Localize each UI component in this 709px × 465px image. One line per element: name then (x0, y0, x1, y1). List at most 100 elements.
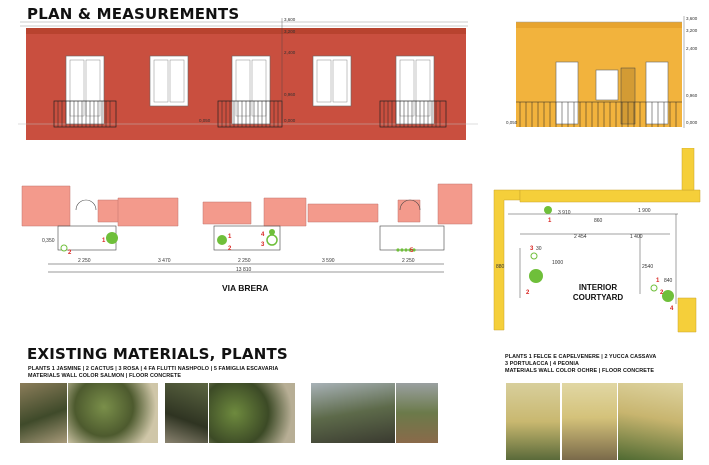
dimension-label: 1 900 (638, 208, 651, 214)
window (149, 55, 189, 107)
dimension-label: 860 (594, 218, 603, 224)
plant-jasmine (106, 232, 118, 244)
street-elevation: 3,600 3,200 2,400 0,960 0,000 0,050 (18, 17, 478, 140)
plant-portulacca (530, 252, 538, 260)
dimension-label: 3 590 (322, 258, 335, 264)
wall-segment (117, 197, 179, 227)
level-label: 3,200 (686, 28, 698, 33)
dimension-label: 880 (496, 264, 505, 270)
wall-segment (437, 183, 473, 225)
level-label: 3,600 (284, 17, 296, 22)
wall-segment (97, 199, 121, 223)
plant-number: 2 (526, 290, 530, 296)
courtyard-caption-plants: PLANTS 1 FELCE E CAPELVENERE | 2 YUCCA C… (505, 354, 657, 360)
plant-portulacca (650, 284, 658, 292)
door (645, 61, 669, 125)
plant-number: 3 (530, 246, 534, 252)
door (555, 61, 579, 125)
plant-fa-flutti (269, 229, 275, 235)
dimension-label: 3 910 (558, 210, 571, 216)
level-label: 0,960 (686, 93, 698, 98)
courtyard-wall (493, 189, 521, 331)
plant-number: 1 (548, 218, 552, 224)
street-caption: PLANTS 1 JASMINE | 2 CACTUS | 3 ROSA | 4… (28, 366, 278, 380)
courtyard-label-line2: COURTYARD (573, 293, 624, 302)
window (231, 55, 271, 125)
photo-courtyard-2 (562, 383, 617, 460)
level-label: 0,050 (199, 118, 211, 123)
window (395, 55, 435, 125)
level-label: 0,050 (506, 120, 518, 125)
plant-yucca (529, 269, 543, 283)
level-label: 3,600 (686, 16, 698, 21)
wall-segment (202, 201, 252, 225)
plant-number: 2 (68, 250, 72, 256)
dimension-label: 3 470 (158, 258, 171, 264)
plant-peonia (662, 290, 674, 302)
materials-title: EXISTING MATERIALS, PLANTS (27, 345, 288, 363)
plant-number: 1 (102, 238, 106, 244)
dimension-label: 2 250 (402, 258, 415, 264)
street-caption-materials: MATERIALS WALL COLOR SALMON | FLOOR CONC… (28, 373, 182, 379)
dimension-total: 13 810 (236, 267, 252, 273)
plant-number: 2 (228, 246, 232, 252)
plant-number: 2 (660, 290, 664, 296)
dimension-label: 2540 (642, 264, 653, 270)
courtyard-wall (519, 189, 701, 203)
dimension-label: 1000 (552, 260, 563, 266)
courtyard-plan: 1 2 3 4 1 2 3 910 1 900 860 2 454 1 400 … (493, 148, 701, 333)
plant-rosa (266, 234, 278, 246)
window (312, 55, 352, 107)
photo-street-3 (165, 383, 208, 443)
dimension-label: 30 (536, 246, 542, 252)
courtyard-caption-materials: MATERIALS WALL COLOR OCHRE | FLOOR CONCR… (505, 368, 655, 374)
wall-segment (263, 197, 307, 227)
courtyard-label-line1: INTERIOR (579, 283, 617, 292)
wall-segment (21, 185, 71, 227)
window (595, 69, 619, 101)
window (65, 55, 105, 125)
plant-number: 4 (670, 306, 674, 312)
dimension-label: 2 250 (238, 258, 251, 264)
plant-felce (544, 206, 552, 214)
door-swing (399, 199, 421, 211)
wall-segment (307, 203, 379, 223)
balcony-railing (379, 100, 447, 128)
plant-number: 3 (261, 242, 265, 248)
plant-number: 1 (656, 278, 660, 284)
door-swing (75, 199, 97, 211)
photo-courtyard-3 (618, 383, 683, 460)
courtyard-wall (681, 148, 695, 191)
street-caption-plants: PLANTS 1 JASMINE | 2 CACTUS | 3 ROSA | 4… (28, 366, 279, 372)
level-label: 2,400 (686, 46, 698, 51)
plant-cactus (60, 244, 68, 252)
courtyard-elevation: 3,600 3,200 2,400 0,960 0,000 0,050 (506, 16, 698, 128)
level-label: 0,000 (686, 120, 698, 125)
dimension-label: 1 400 (630, 234, 643, 240)
photo-street-1 (20, 383, 67, 443)
via-brera-plan: 1 2 1 2 3 4 5 2 250 3 470 2 250 3 590 2 … (21, 183, 473, 273)
photo-courtyard-1 (506, 383, 560, 460)
courtyard-caption: PLANTS 1 FELCE E CAPELVENERE | 2 YUCCA C… (505, 354, 656, 375)
photo-street-6 (396, 383, 438, 443)
level-label: 2,400 (284, 50, 296, 55)
level-label: 0,000 (284, 118, 296, 123)
photo-street-5 (311, 383, 395, 443)
balcony-railing (53, 100, 117, 128)
plant-number: 4 (261, 232, 265, 238)
photo-street-2 (68, 383, 158, 443)
plant-number: 1 (228, 234, 232, 240)
level-label: 0,960 (284, 92, 296, 97)
via-brera-label: VIA BRERA (222, 283, 269, 293)
plan-title: PLAN & MEASUREMENTS (27, 5, 240, 23)
dimension-label: 2 454 (574, 234, 587, 240)
courtyard-wall (677, 297, 697, 333)
level-label: 3,200 (284, 29, 296, 34)
dimension-label: 0,350 (42, 238, 55, 244)
dimension-label: 840 (664, 278, 673, 284)
plant-number: 5 (410, 248, 414, 254)
dimension-label: 2 250 (78, 258, 91, 264)
plant-jasmine (217, 235, 227, 245)
photo-street-4 (209, 383, 295, 443)
wall-segment (397, 199, 421, 223)
